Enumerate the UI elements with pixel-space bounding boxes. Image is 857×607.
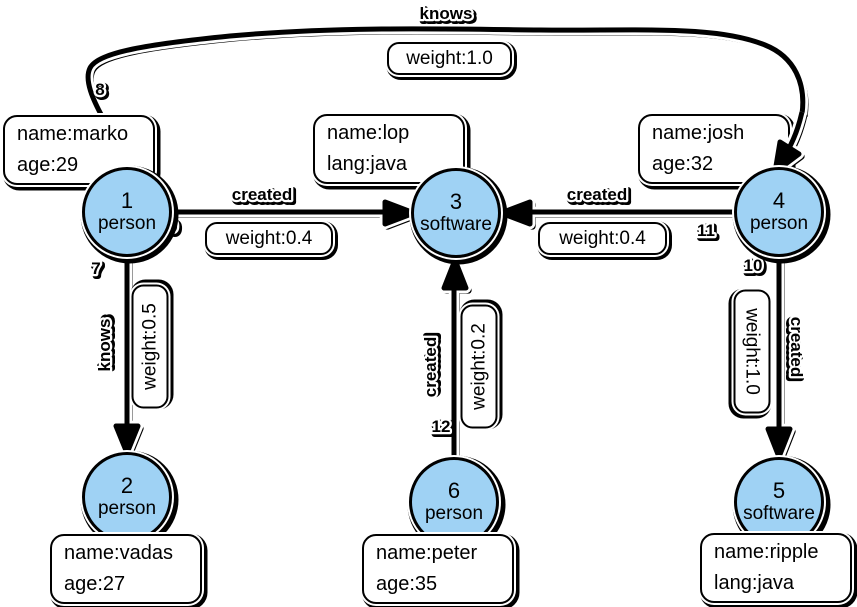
- weight-label: weight:1.0: [742, 308, 763, 395]
- svg-text:12: 12: [432, 417, 451, 436]
- properties-lop: name:lop lang:java: [313, 114, 465, 184]
- property-line: name:ripple: [714, 541, 819, 563]
- svg-text:created: created: [421, 337, 440, 397]
- svg-text:10: 10: [744, 256, 763, 275]
- property-line: name:peter: [376, 542, 478, 564]
- svg-text:7: 7: [91, 259, 100, 278]
- vertex-id: 1: [120, 188, 134, 213]
- edge-knows-arrowhead: [775, 112, 804, 174]
- vertex-type: person: [97, 213, 157, 234]
- svg-text:created: created: [569, 187, 629, 206]
- svg-text:8: 8: [95, 80, 104, 99]
- vertex-4-josh: 4 person: [734, 167, 824, 257]
- properties-ripple: name:ripple lang:java: [700, 533, 852, 603]
- svg-text:knows: knows: [420, 4, 473, 23]
- property-line: age:32: [652, 153, 714, 175]
- svg-text:12: 12: [434, 419, 453, 438]
- property-line: name:vadas: [64, 542, 173, 564]
- svg-text:knows: knows: [97, 317, 116, 370]
- svg-text:11: 11: [697, 221, 715, 240]
- svg-text:created: created: [567, 185, 627, 204]
- vertex-id: 2: [120, 473, 134, 498]
- property-line: lang:java: [327, 153, 408, 175]
- svg-text:10: 10: [744, 256, 763, 275]
- vertex-id: 6: [447, 478, 461, 503]
- weight-label: weight:0.4: [225, 227, 313, 249]
- svg-text:11: 11: [697, 221, 715, 240]
- svg-text:10: 10: [746, 258, 765, 277]
- svg-text:9: 9: [168, 217, 177, 236]
- vertex-type: software: [743, 503, 815, 524]
- weight-box-created-down: weight:1.0: [733, 289, 771, 414]
- weight-label: weight:0.4: [559, 227, 646, 249]
- property-line: name:josh: [652, 122, 745, 144]
- svg-text:knows: knows: [422, 6, 475, 25]
- vertex-1-marko: 1 person: [82, 167, 172, 257]
- property-line: lang:java: [714, 572, 795, 594]
- vertex-id: 4: [772, 188, 786, 213]
- vertex-id: 5: [772, 478, 786, 503]
- svg-text:8: 8: [95, 80, 104, 99]
- svg-text:created: created: [785, 319, 804, 379]
- vertex-6-peter: 6 person: [409, 457, 499, 547]
- vertex-2-vadas: 2 person: [82, 452, 172, 542]
- vertex-type: person: [424, 503, 484, 524]
- svg-text:knows: knows: [95, 319, 114, 372]
- svg-text:8: 8: [97, 82, 106, 101]
- property-line: name:lop: [327, 122, 410, 144]
- weight-box-knows-top: weight:1.0: [387, 42, 512, 75]
- vertex-5-ripple: 5 software: [734, 457, 824, 547]
- properties-vadas: name:vadas age:27: [50, 534, 202, 604]
- weight-label: weight:1.0: [406, 47, 493, 69]
- svg-text:created: created: [234, 187, 294, 206]
- svg-text:created: created: [232, 185, 292, 204]
- weight-box-created-right: weight:0.4: [538, 222, 667, 255]
- vertex-id: 3: [449, 189, 463, 214]
- weight-label: weight:0.5: [139, 303, 160, 390]
- svg-text:created: created: [421, 337, 440, 397]
- vertex-type: software: [420, 214, 492, 235]
- property-line: age:27: [64, 573, 126, 595]
- svg-text:7: 7: [93, 261, 102, 280]
- svg-text:11: 11: [699, 223, 717, 242]
- properties-peter: name:peter age:35: [362, 534, 514, 604]
- weight-box-created-up: weight:0.2: [460, 304, 498, 429]
- vertex-3-lop: 3 software: [411, 168, 501, 258]
- svg-text:created: created: [232, 185, 292, 204]
- svg-text:12: 12: [432, 417, 451, 436]
- property-line: name:marko: [17, 123, 129, 145]
- svg-text:knows: knows: [420, 4, 473, 23]
- vertex-type: person: [97, 498, 157, 519]
- property-line: age:35: [376, 573, 438, 595]
- vertex-type: person: [749, 213, 809, 234]
- weight-label: weight:0.2: [468, 323, 489, 410]
- svg-text:9: 9: [170, 219, 179, 238]
- weight-box-knows-vertical: weight:0.5: [131, 284, 169, 409]
- svg-text:created: created: [787, 317, 806, 377]
- svg-text:7: 7: [91, 259, 100, 278]
- svg-text:knows: knows: [95, 319, 114, 372]
- property-line: age:29: [17, 154, 79, 176]
- svg-text:created: created: [423, 335, 442, 395]
- svg-text:created: created: [787, 317, 806, 377]
- edge-id-8: 888: [93, 78, 110, 104]
- svg-text:created: created: [567, 185, 627, 204]
- weight-box-created-left: weight:0.4: [205, 222, 333, 255]
- edge-id-7: 777: [89, 257, 106, 283]
